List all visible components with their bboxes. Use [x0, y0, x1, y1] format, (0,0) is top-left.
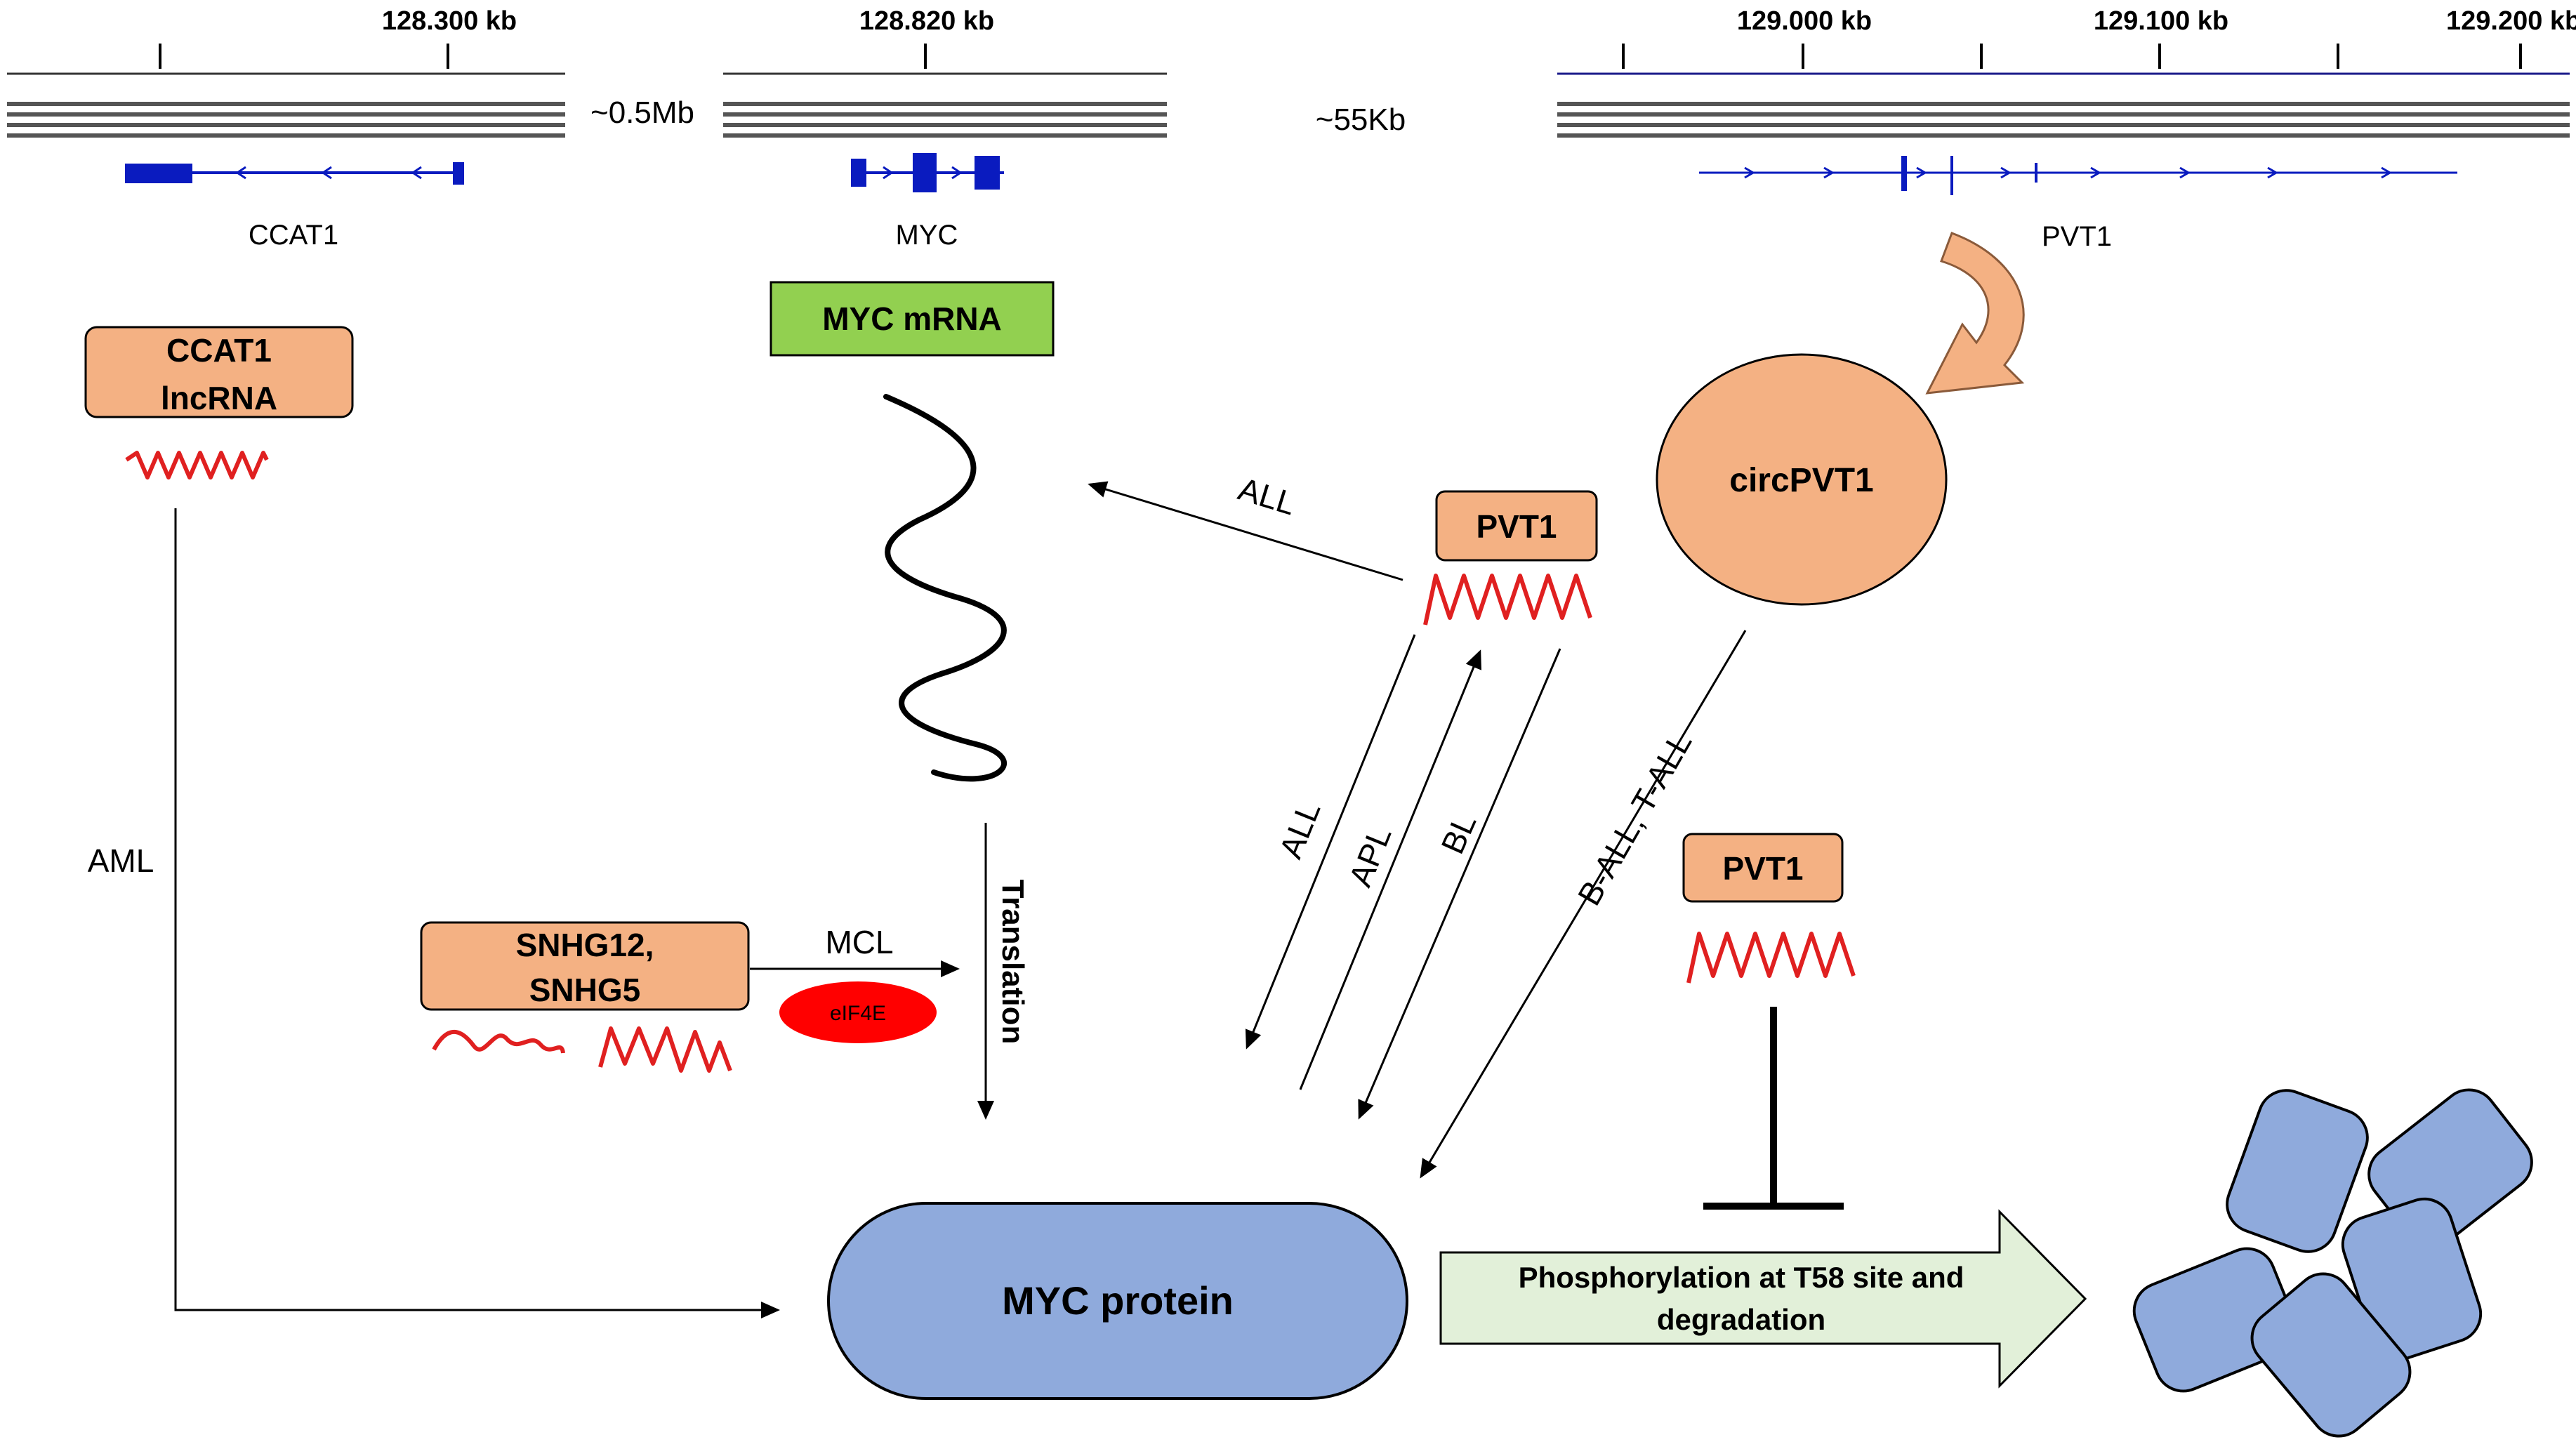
ccat1-rna-squiggle — [125, 451, 269, 479]
edge-circpvt1-to-protein — [1420, 630, 1747, 1179]
snhg-label-line2: SNHG5 — [529, 972, 640, 1008]
myc-mrna-strand — [883, 394, 1007, 782]
gene-label-ccat1: CCAT1 — [249, 220, 338, 251]
gap-label-left: ~0.5Mb — [590, 95, 694, 130]
edge-label-translation: Translation — [996, 880, 1030, 1045]
ccat1-lncrna-label-line1: CCAT1 — [166, 332, 272, 369]
edge-pvt1-all-to-protein — [1245, 634, 1416, 1050]
snhg-node: SNHG12, SNHG5 — [420, 921, 750, 1011]
degradation-label-line1: Phosphorylation at T58 site and — [1519, 1261, 1964, 1294]
pvt1-bottom-rna-squiggle — [1686, 932, 1856, 984]
myc-mrna-label: MYC mRNA — [822, 300, 1002, 337]
pvt1-bottom-node: PVT1 — [1682, 833, 1844, 903]
sequence-bands — [7, 102, 565, 138]
gap-label-right: ~55Kb — [1316, 102, 1406, 137]
myc-protein-label: MYC protein — [1002, 1278, 1234, 1323]
protein-fragment — [2250, 1272, 2412, 1438]
edge-label-aml: AML — [88, 842, 154, 879]
snhg-rna-squiggle-left — [432, 1030, 565, 1054]
eif4e-label: eIF4E — [830, 1002, 886, 1025]
pvt1-top-rna-squiggle — [1423, 574, 1592, 626]
circularization-arrow — [1925, 232, 2025, 395]
gene-label-pvt1: PVT1 — [2042, 221, 2112, 252]
snhg-rna-squiggle-right — [598, 1026, 732, 1073]
inhibition-bar — [1703, 1007, 1844, 1210]
track-tick-label-right-3: 129.200 kb — [2446, 6, 2576, 36]
ccat1-gene-model — [125, 162, 464, 185]
genome-track-middle — [723, 44, 1167, 138]
snhg-label-line1: SNHG12, — [516, 927, 654, 963]
edge-label-bl: BL — [1434, 808, 1483, 859]
genome-track-left — [7, 44, 565, 138]
myc-gene-model — [851, 153, 1004, 192]
degradation-arrow: Phosphorylation at T58 site and degradat… — [1439, 1209, 2087, 1389]
protein-fragment — [2132, 1247, 2298, 1393]
degraded-protein-fragments — [2132, 1088, 2533, 1438]
pvt1-top-label: PVT1 — [1476, 508, 1557, 545]
protein-fragment — [2341, 1197, 2483, 1361]
pvt1-top-node: PVT1 — [1435, 490, 1598, 562]
pvt1-gene-model — [1699, 156, 2457, 195]
edge-ccat1-to-protein — [174, 508, 780, 1318]
circpvt1-node: circPVT1 — [1656, 353, 1948, 606]
ccat1-lncrna-label-line2: lncRNA — [161, 380, 277, 416]
edge-label-all-protein: ALL — [1272, 796, 1328, 863]
track-tick-label-right-2: 129.100 kb — [2094, 6, 2228, 36]
edge-label-all-mrna: ALL — [1234, 470, 1300, 522]
protein-fragment — [2226, 1089, 2369, 1253]
track-tick-label-right-1: 129.000 kb — [1737, 6, 1872, 36]
edge-label-mcl: MCL — [825, 924, 893, 960]
track-tick-label-middle: 128.820 kb — [859, 6, 994, 36]
eif4e-node: eIF4E — [779, 981, 937, 1043]
edge-label-apl: APL — [1342, 821, 1399, 892]
edge-label-ball-tall: B-ALL, T-ALL — [1571, 726, 1699, 911]
pvt1-bottom-label: PVT1 — [1722, 850, 1803, 887]
edge-pvt1-to-mrna — [1088, 481, 1403, 581]
gene-label-myc: MYC — [896, 220, 958, 251]
circpvt1-label: circPVT1 — [1729, 462, 1873, 499]
genome-track-right — [1557, 44, 2570, 138]
track-tick-label-left: 128.300 kb — [382, 6, 517, 36]
edge-pvt1-bl-to-protein — [1358, 648, 1561, 1120]
edge-protein-apl-to-pvt1 — [1299, 649, 1481, 1090]
myc-protein-node: MYC protein — [827, 1202, 1408, 1400]
degradation-label-line2: degradation — [1657, 1303, 1825, 1336]
myc-mrna-node: MYC mRNA — [770, 281, 1055, 357]
ccat1-lncrna-node: CCAT1 lncRNA — [84, 326, 354, 418]
